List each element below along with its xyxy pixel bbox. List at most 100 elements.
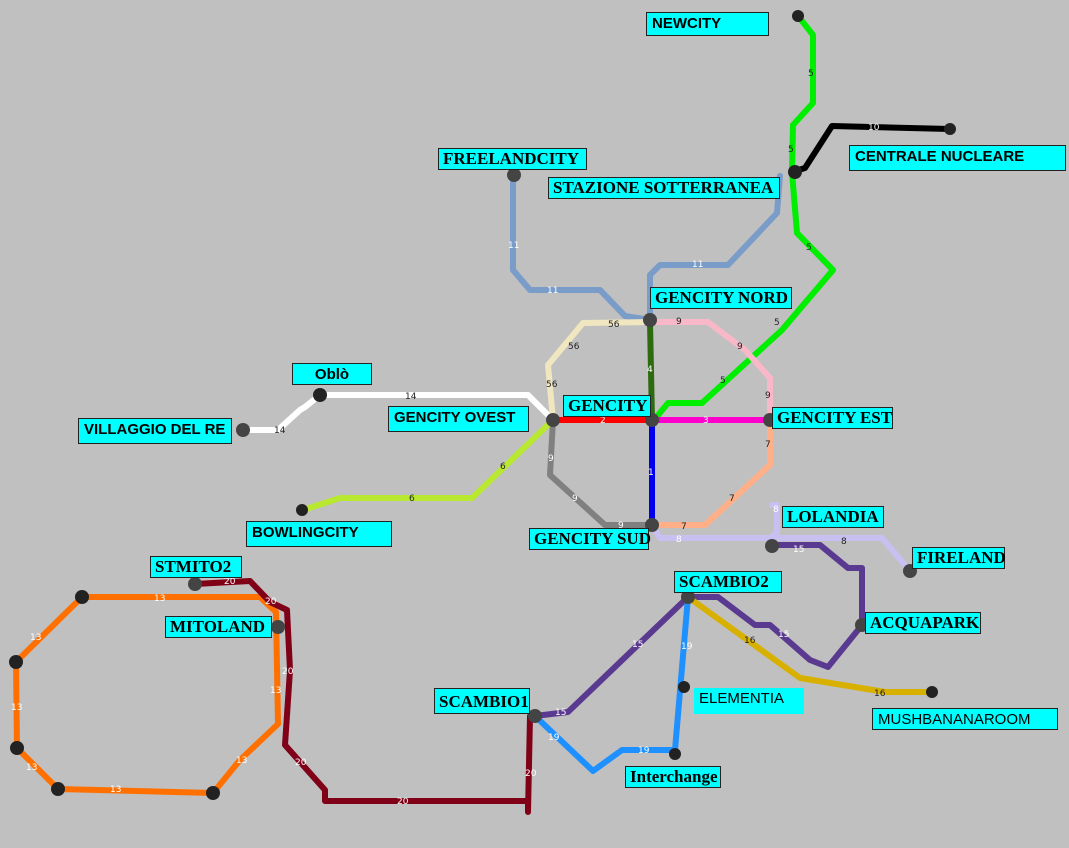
svg-text:20: 20 <box>265 597 277 607</box>
svg-text:5: 5 <box>788 145 794 155</box>
svg-text:7: 7 <box>681 522 687 532</box>
svg-text:10: 10 <box>868 123 880 133</box>
station-dot-newcity[interactable] <box>792 10 804 22</box>
ring-stop-4[interactable] <box>51 782 65 796</box>
label-elementia[interactable]: ELEMENTIA <box>694 688 804 714</box>
label-acquapark[interactable]: ACQUAPARK <box>865 612 981 634</box>
svg-text:20: 20 <box>295 758 307 768</box>
station-dot-centrale-nucleare[interactable] <box>944 123 956 135</box>
svg-text:11: 11 <box>692 260 703 270</box>
line-gold <box>685 594 935 695</box>
line-maroon <box>192 578 533 815</box>
label-gencity-nord[interactable]: GENCITY NORD <box>650 287 792 309</box>
svg-text:13: 13 <box>270 686 281 696</box>
svg-text:11: 11 <box>547 286 558 296</box>
svg-text:7: 7 <box>729 494 735 504</box>
svg-text:5: 5 <box>774 318 780 328</box>
svg-text:9: 9 <box>572 494 578 504</box>
svg-text:5: 5 <box>806 243 812 253</box>
station-dot-interchange[interactable] <box>669 748 681 760</box>
svg-text:2: 2 <box>600 416 606 426</box>
station-dot-elementia[interactable] <box>678 681 690 693</box>
ring-stop-2[interactable] <box>9 655 23 669</box>
station-dot-gencity-ovest[interactable] <box>546 413 560 427</box>
label-bowlingcity[interactable]: BOWLINGCITY <box>246 521 392 547</box>
station-dot-mushbananaroom[interactable] <box>926 686 938 698</box>
station-dot-freelandcity[interactable] <box>507 168 521 182</box>
svg-text:14: 14 <box>405 392 417 402</box>
station-dot-gencity-nord[interactable] <box>643 313 657 327</box>
label-stmito2[interactable]: STMITO2 <box>150 556 242 578</box>
svg-text:8: 8 <box>841 537 847 547</box>
svg-text:11: 11 <box>508 241 519 251</box>
station-dot-stmito2[interactable] <box>188 577 202 591</box>
label-stazione-sotterranea[interactable]: STAZIONE SOTTERRANEA <box>548 177 780 199</box>
line-lightblue <box>532 594 691 774</box>
svg-text:16: 16 <box>874 689 886 699</box>
svg-text:20: 20 <box>525 769 537 779</box>
svg-text:13: 13 <box>26 763 37 773</box>
station-dot-stazione-sotterranea[interactable] <box>788 165 802 179</box>
svg-text:7: 7 <box>765 440 771 450</box>
station-dot-oblo[interactable] <box>313 388 327 402</box>
label-mushbananaroom[interactable]: MUSHBANANAROOM <box>872 708 1058 730</box>
label-lolandia[interactable]: LOLANDIA <box>782 506 884 528</box>
svg-text:6: 6 <box>409 494 415 504</box>
line-grey <box>547 417 655 528</box>
station-dot-lolandia[interactable] <box>765 539 779 553</box>
svg-text:5: 5 <box>808 69 814 79</box>
svg-text:56: 56 <box>546 380 558 390</box>
ring-stop-5[interactable] <box>206 786 220 800</box>
label-scambio2[interactable]: SCAMBIO2 <box>674 571 782 593</box>
line-pink <box>647 319 773 423</box>
svg-text:9: 9 <box>548 454 554 464</box>
station-dot-mitoland[interactable] <box>271 620 285 634</box>
label-fireland[interactable]: FIRELAND <box>912 547 1006 569</box>
station-dot-villaggio-del-re[interactable] <box>236 423 250 437</box>
label-interchange[interactable]: Interchange <box>625 766 721 788</box>
label-scambio1[interactable]: SCAMBIO1 <box>434 688 530 714</box>
svg-text:9: 9 <box>676 317 682 327</box>
label-gencity[interactable]: GENCITY <box>563 395 651 417</box>
line-peach <box>649 417 773 528</box>
label-gencity-sud[interactable]: GENCITY SUD <box>529 528 651 550</box>
svg-text:15: 15 <box>555 708 566 718</box>
line-steel <box>510 172 653 323</box>
label-oblo[interactable]: Oblò <box>292 363 372 385</box>
svg-text:8: 8 <box>676 535 682 545</box>
label-mitoland[interactable]: MITOLAND <box>165 616 272 638</box>
line-white <box>240 392 556 433</box>
svg-text:16: 16 <box>744 636 756 646</box>
line-beige <box>545 319 653 423</box>
svg-text:3: 3 <box>703 416 709 426</box>
svg-text:20: 20 <box>397 797 409 807</box>
svg-text:13: 13 <box>11 703 22 713</box>
svg-text:19: 19 <box>548 733 560 743</box>
line-lavender <box>649 502 780 541</box>
station-dot-scambio2[interactable] <box>681 590 695 604</box>
ring-stop-1[interactable] <box>75 590 89 604</box>
line-lavender-2 <box>767 535 912 573</box>
label-newcity[interactable]: NEWCITY <box>646 12 769 36</box>
label-gencity-est[interactable]: GENCITY EST <box>772 407 893 429</box>
label-villaggio-del-re[interactable]: VILLAGGIO DEL RE <box>78 418 232 444</box>
svg-text:20: 20 <box>224 577 236 587</box>
line-lime <box>300 417 556 513</box>
svg-text:19: 19 <box>681 642 693 652</box>
label-freelandcity[interactable]: FREELANDCITY <box>438 148 587 170</box>
svg-text:20: 20 <box>282 667 294 677</box>
station-dot-bowlingcity[interactable] <box>296 504 308 516</box>
svg-text:9: 9 <box>737 342 743 352</box>
label-centrale-nucleare[interactable]: CENTRALE NUCLEARE <box>849 145 1066 171</box>
ring-stop-3[interactable] <box>10 741 24 755</box>
svg-text:13: 13 <box>236 756 247 766</box>
svg-text:9: 9 <box>618 521 624 531</box>
svg-text:8: 8 <box>773 505 779 515</box>
line-green <box>651 13 836 423</box>
station-dot-scambio1[interactable] <box>528 709 542 723</box>
svg-text:56: 56 <box>608 320 620 330</box>
svg-text:6: 6 <box>500 462 506 472</box>
svg-text:13: 13 <box>30 633 41 643</box>
label-gencity-ovest[interactable]: GENCITY OVEST <box>388 406 529 432</box>
